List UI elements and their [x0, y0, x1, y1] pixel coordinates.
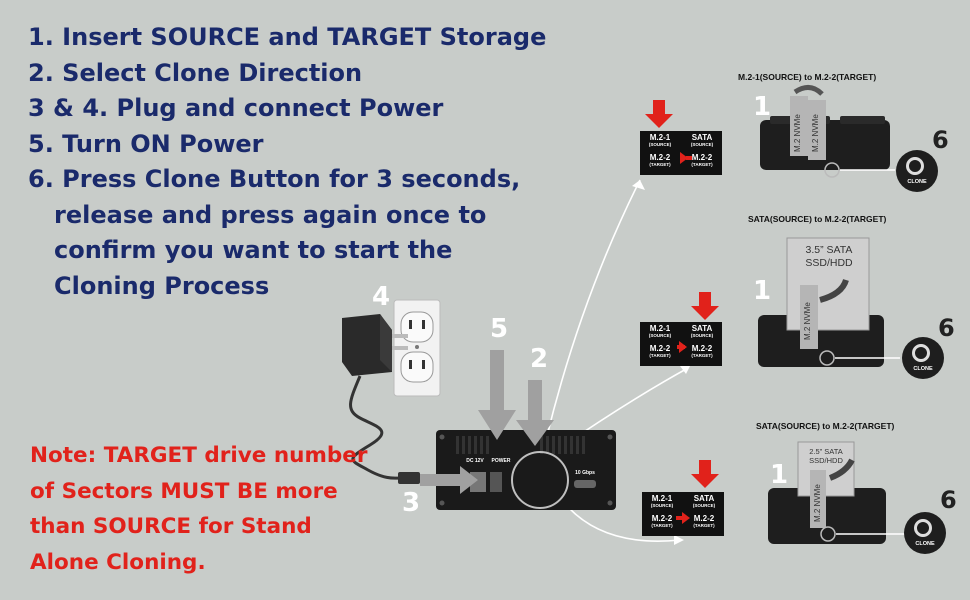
drive-label-middle: 3.5” SATA SSD/HDD: [805, 244, 853, 269]
note-line-3: than SOURCE for Stand: [30, 514, 312, 539]
connector-line-top: [545, 179, 641, 441]
clone-ring-icon: [906, 157, 924, 175]
nvme-label-bottom: M.2 NVMe: [813, 484, 822, 522]
callout-1-middle: 1: [753, 276, 772, 306]
dock-front-top: [760, 85, 895, 178]
dc-label: DC 12V: [466, 458, 484, 464]
callout-6-top: 6: [932, 126, 949, 154]
callout-3: 3: [402, 488, 421, 518]
note-line-2: of Sectors MUST BE more: [30, 478, 338, 504]
clone-button-middle[interactable]: CLONE: [902, 337, 944, 379]
instruction-steps: 1. Insert SOURCE and TARGET Storage 2. S…: [28, 20, 546, 304]
callout-6-middle: 6: [938, 314, 955, 342]
drive-label-bottom: 2.5” SATA SSD/HDD: [809, 447, 843, 465]
nvme-label-top-2: M.2 NVMe: [811, 114, 820, 152]
clone-button-top[interactable]: CLONE: [896, 150, 938, 192]
dock-front-middle: [758, 237, 900, 367]
dock-front-bottom: [768, 441, 906, 544]
speed-label: 10 Gbps: [575, 470, 595, 476]
callout-4: 4: [372, 282, 391, 312]
step-6-line-3: confirm you want to start the: [54, 236, 453, 264]
note-line-1: Note: TARGET drive number: [30, 443, 368, 468]
step-1: 1. Insert SOURCE and TARGET Storage: [28, 23, 547, 51]
step-6-line-2: release and press again once to: [54, 200, 487, 229]
scenario-caption-top: M.2-1(SOURCE) to M.2-2(TARGET): [738, 72, 877, 82]
switch-panel-bottom: M.2-1 (SOURCE) M.2-2 (TARGET) SATA (SOUR…: [642, 492, 724, 536]
switch-panel-middle: M.2-1 (SOURCE) M.2-2 (TARGET) SATA (SOUR…: [640, 322, 722, 366]
scenario-caption-middle: SATA(SOURCE) to M.2-2(TARGET): [748, 214, 887, 224]
callout-6-bottom: 6: [940, 486, 957, 514]
step-2: 2. Select Clone Direction: [28, 58, 363, 87]
step-3-4: 3 & 4. Plug and connect Power: [28, 94, 444, 122]
clone-button-bottom[interactable]: CLONE: [904, 512, 946, 554]
power-label: POWER: [491, 458, 511, 464]
callout-1-top: 1: [753, 92, 772, 122]
switch-panel-top: M.2-1 (SOURCE) M.2-2 (TARGET) SATA (SOUR…: [640, 131, 722, 175]
nvme-label-top-1: M.2 NVMe: [793, 114, 802, 152]
callout-2: 2: [530, 344, 549, 374]
step-6: 6. Press Clone Button for 3 seconds,: [28, 165, 521, 193]
note-line-4: Alone Cloning.: [30, 549, 206, 575]
step-6-line-4: Cloning Process: [54, 271, 270, 300]
power-adapter: [342, 314, 420, 484]
scenario-caption-bottom: SATA(SOURCE) to M.2-2(TARGET): [756, 421, 895, 431]
step-5: 5. Turn ON Power: [28, 129, 264, 158]
sector-note: Note: TARGET drive number of Sectors MUS…: [30, 438, 367, 580]
clone-ring-icon: [914, 519, 932, 537]
callout-5: 5: [490, 314, 509, 344]
clone-ring-icon: [912, 344, 930, 362]
wall-outlet: [393, 299, 441, 397]
callout-1-bottom: 1: [770, 460, 789, 490]
nvme-label-middle: M.2 NVMe: [803, 302, 812, 340]
